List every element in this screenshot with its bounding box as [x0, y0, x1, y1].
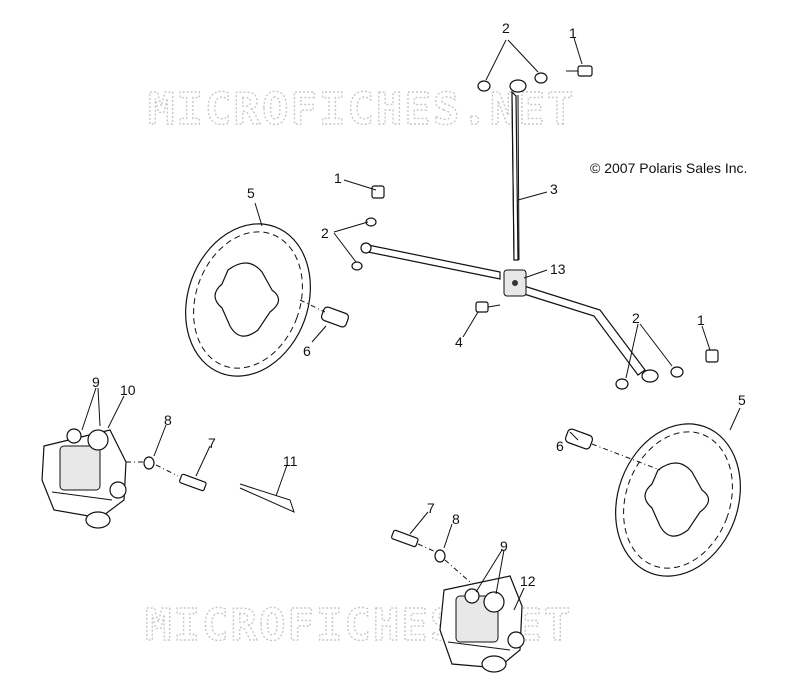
brake-line-left [367, 244, 501, 280]
callout-1-top: 1 [569, 25, 577, 41]
callout-7-left: 7 [208, 435, 216, 451]
callout-9-left: 9 [92, 374, 100, 390]
brake-disc-left [185, 223, 311, 377]
axis-line [444, 559, 471, 583]
caliper-washer-left [143, 456, 155, 470]
callout-13: 13 [550, 261, 566, 277]
washer [365, 217, 377, 227]
disc-bolt-left [299, 299, 350, 328]
callout-1-left: 1 [334, 170, 342, 186]
banjo-bolt-left [351, 185, 385, 271]
callout-9-right: 9 [500, 538, 508, 554]
callout-3: 3 [550, 181, 558, 197]
mounting-bolt [475, 301, 501, 313]
callout-2-left: 2 [321, 225, 329, 241]
washer [615, 378, 629, 390]
callout-2-right: 2 [632, 310, 640, 326]
callout-6-left: 6 [303, 343, 311, 359]
retaining-clip [239, 483, 295, 513]
callout-4: 4 [455, 334, 463, 350]
callout-1-right: 1 [697, 312, 705, 328]
callouts: 1 2 3 1 2 5 13 4 6 1 2 9 10 8 7 11 5 6 7… [92, 20, 746, 589]
callout-8-left: 8 [164, 412, 172, 428]
brake-line-right [523, 285, 646, 376]
leader-lines [81, 37, 741, 611]
brake-disc-right [615, 423, 741, 577]
callout-10: 10 [120, 382, 136, 398]
caliper-pin-left [155, 464, 207, 492]
callout-2-top: 2 [502, 20, 510, 36]
callout-8-right: 8 [452, 511, 460, 527]
banjo-fitting-top [509, 79, 527, 93]
brake-caliper-right [439, 575, 525, 673]
washer [477, 80, 491, 92]
caliper-washer-right [434, 549, 446, 563]
washer [351, 261, 363, 271]
callout-5-right: 5 [738, 392, 746, 408]
washer [670, 366, 684, 378]
banjo-bolt-right [615, 349, 719, 390]
brake-line-assembly [360, 79, 659, 383]
caliper-pin-right [391, 529, 437, 553]
callout-7-right: 7 [427, 500, 435, 516]
callout-11: 11 [283, 453, 298, 469]
watermark-top: MICROFICHES.NET [148, 84, 575, 135]
banjo-bolt-top [477, 65, 593, 92]
copyright-text: © 2007 Polaris Sales Inc. [590, 160, 747, 176]
callout-6-right: 6 [556, 438, 564, 454]
callout-5-left: 5 [247, 185, 255, 201]
brake-caliper-left [41, 428, 127, 529]
callout-12: 12 [520, 573, 536, 589]
washer [534, 72, 548, 84]
